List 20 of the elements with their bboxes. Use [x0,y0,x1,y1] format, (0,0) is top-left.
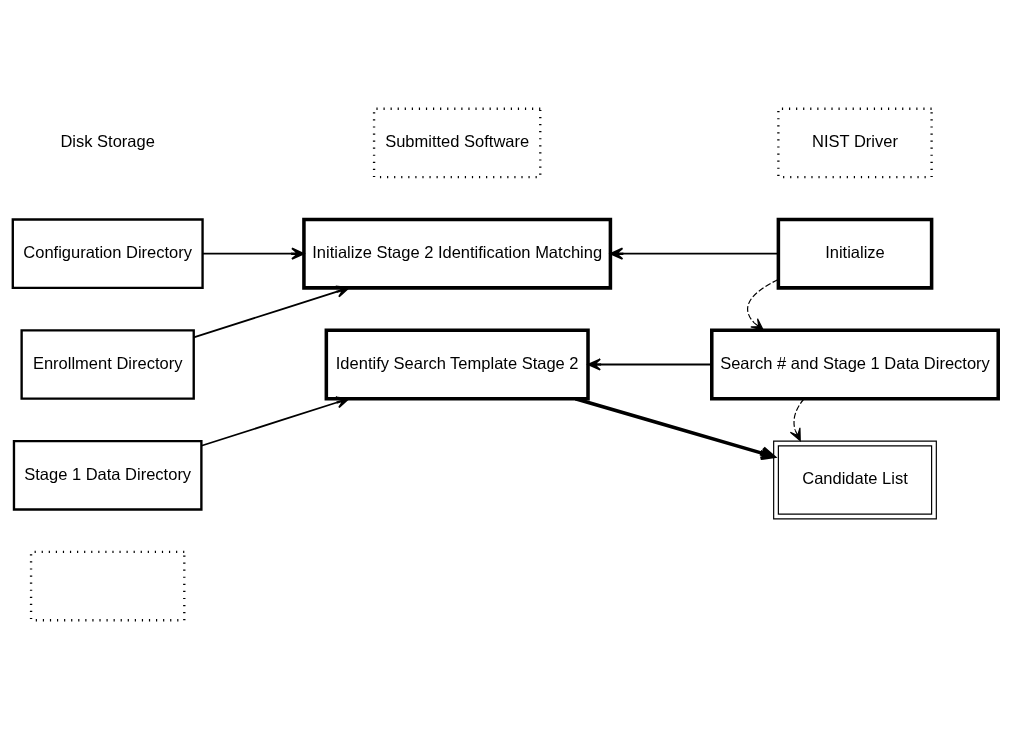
node-box: Search # and Stage 1 Data Directory [710,328,1000,401]
node-box: Identify Search Template Stage 2 [324,328,590,401]
label: Disk Storage [60,132,155,151]
node-box: Initialize [776,217,934,290]
arrow [609,247,779,260]
arrow [201,247,305,260]
node-box [29,550,186,622]
arrow [789,398,805,442]
arrow [587,358,713,371]
node-box: NIST Driver [777,107,933,179]
node-box: Candidate List [773,440,937,520]
node-box: Initialize Stage 2 Identification Matching [302,217,613,290]
arrow [574,397,776,461]
arrow [200,396,350,447]
node-box: Submitted Software [372,107,542,179]
arrow [747,279,779,331]
node-box: Enrollment Directory [20,329,195,400]
arrow [192,285,350,339]
node-box: Configuration Directory [11,218,204,290]
node-box: Stage 1 Data Directory [12,439,203,511]
